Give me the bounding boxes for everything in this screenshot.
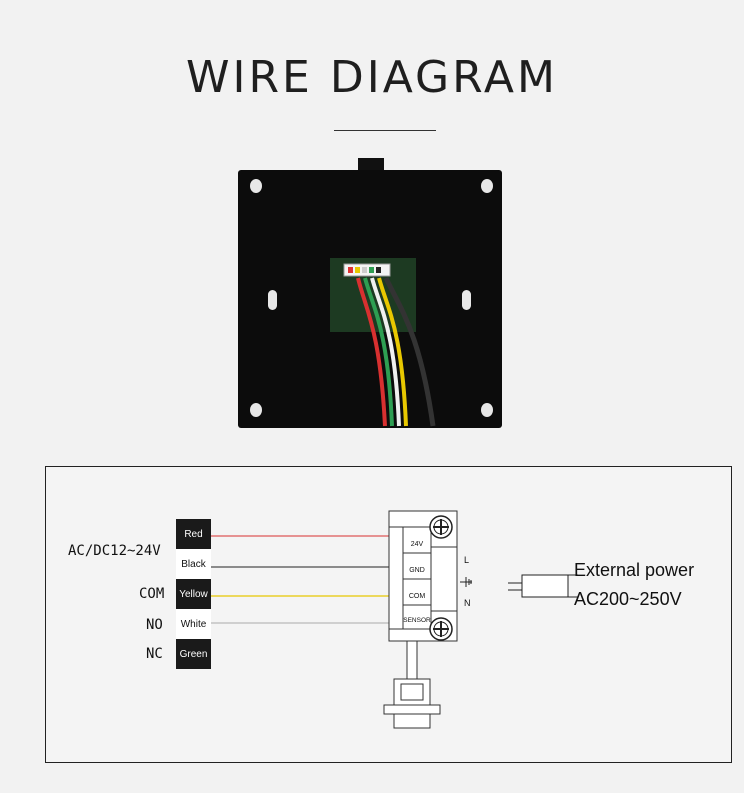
screw-hole-icon: [481, 179, 493, 193]
terminal-sensor-label: SENSOR: [403, 617, 431, 624]
wire-tag-yellow: Yellow: [176, 579, 211, 609]
device-back-photo: [238, 158, 502, 428]
supply-voltage-label: AC/DC12~24V: [68, 543, 161, 559]
mount-slot-icon: [462, 290, 471, 310]
screw-hole-icon: [481, 403, 493, 417]
wire-tag-black: Black: [176, 549, 211, 579]
screw-terminal-icon: [429, 515, 453, 539]
screw-terminal-icon: [429, 617, 453, 641]
wire-tag-red: Red: [176, 519, 211, 549]
power-l-mark: L: [464, 555, 469, 565]
sensor-plug-icon: [383, 704, 441, 715]
wire-color-column: Red Black Yellow White Green: [176, 519, 211, 669]
terminal-gnd-label: GND: [409, 567, 425, 574]
terminal-com-label: COM: [409, 593, 426, 600]
supply-no-label: NO: [146, 617, 163, 633]
external-power-voltage: AC200~250V: [574, 589, 682, 609]
screw-hole-icon: [250, 179, 262, 193]
title-underline: [334, 130, 436, 131]
screw-hole-icon: [250, 403, 262, 417]
supply-com-label: COM: [139, 586, 165, 602]
wire-tag-green: Green: [176, 639, 211, 669]
sensor-stem: [406, 640, 418, 680]
mount-slot-icon: [268, 290, 277, 310]
power-plug-icon: [508, 574, 578, 598]
wire-tag-white: White: [176, 609, 211, 639]
power-n-mark: N: [464, 598, 471, 608]
ground-icon: [460, 577, 472, 587]
top-clip: [358, 158, 384, 172]
supply-nc-label: NC: [146, 646, 163, 662]
page-title: WIRE DIAGRAM: [186, 52, 558, 103]
external-power-label: External power: [574, 560, 695, 580]
terminal-24v-label: 24V: [411, 541, 424, 548]
